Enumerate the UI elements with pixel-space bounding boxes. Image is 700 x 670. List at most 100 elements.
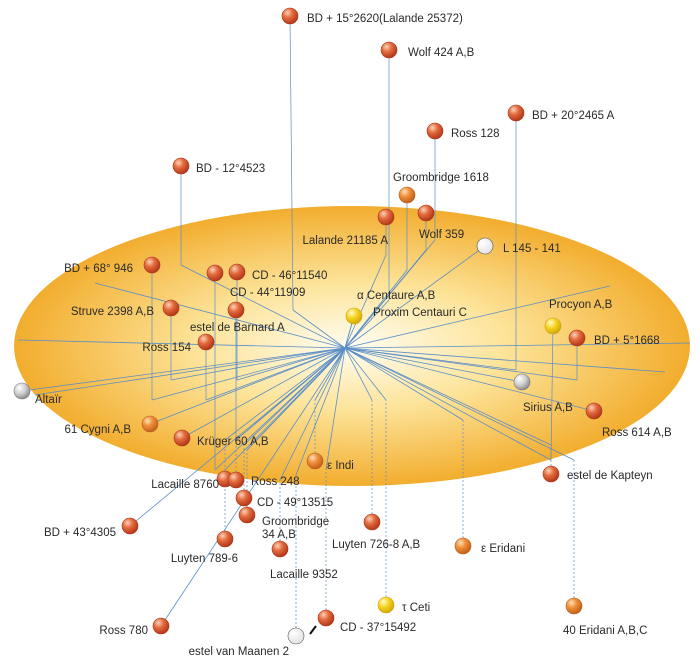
star-label: CD - 46°11540	[252, 270, 327, 282]
star-marker	[377, 596, 395, 614]
ray-line	[344, 347, 666, 373]
star-label: 34 A,B	[262, 529, 296, 541]
star-labels: BD + 15°2620(Lalande 25372) Wolf 424 A,B B…	[35, 13, 672, 658]
ray-line	[344, 347, 552, 461]
star-label: BD + 43°4305	[44, 527, 116, 539]
star-marker	[363, 513, 381, 531]
projection-line	[289, 15, 294, 311]
rays-from-sun	[17, 239, 691, 627]
star-label: Ross 128	[451, 128, 500, 140]
star-label: ε Indi	[327, 460, 354, 472]
star-label: Wolf 424 A,B	[408, 47, 475, 59]
star-marker	[162, 299, 180, 317]
star-marker	[476, 237, 494, 255]
star-marker	[542, 465, 560, 483]
ray-line	[295, 347, 346, 476]
ray-line	[344, 347, 523, 383]
star-marker	[513, 373, 531, 391]
ray-line	[344, 347, 575, 461]
ray-line	[34, 347, 346, 396]
star-marker	[173, 429, 191, 447]
ray-line	[344, 347, 373, 401]
ray-line	[344, 347, 387, 401]
ray-line	[17, 339, 346, 349]
ray-line	[224, 347, 346, 471]
ray-line	[149, 347, 346, 425]
star-label: Ross 154	[142, 342, 191, 354]
star-marker	[271, 540, 289, 558]
star-label: Proxim Centauri C	[373, 307, 467, 319]
ray-line	[151, 347, 346, 401]
ray-line	[236, 347, 346, 381]
star-marker	[143, 256, 161, 274]
star-marker	[197, 333, 215, 351]
star-label: BD + 5°1668	[594, 335, 660, 347]
star-label: Ross 614 A,B	[602, 427, 672, 439]
ray-line	[181, 347, 346, 439]
star-marker	[206, 264, 224, 282]
star-label: 61 Cygni A,B	[65, 424, 132, 436]
star-label: Lacaille 8760	[151, 479, 219, 491]
star-label: Groombridge	[262, 516, 329, 528]
star-marker	[377, 208, 395, 226]
star-label: Procyon A,B	[549, 299, 613, 311]
star-marker	[565, 597, 583, 615]
star-marker	[228, 263, 246, 281]
ray-line	[170, 347, 346, 381]
star-label: estel de Kapteyn	[567, 470, 653, 482]
star-label: τ Ceti	[402, 602, 430, 614]
ray-line	[344, 299, 390, 349]
star-markers	[13, 7, 603, 645]
star-label: Lalande 21185 A	[303, 235, 389, 247]
star-marker	[238, 506, 256, 524]
ray-line	[325, 347, 346, 471]
star-marker	[281, 7, 299, 25]
ray-line	[344, 347, 464, 421]
star-label: Altaïr	[35, 394, 62, 406]
star-label: CD - 37°15492	[340, 622, 416, 634]
ray-line	[279, 347, 346, 481]
ray-line	[344, 347, 552, 446]
ray-line	[21, 347, 346, 392]
star-label: BD - 12°4523	[196, 163, 265, 175]
star-marker	[227, 471, 245, 489]
star-marker	[306, 452, 324, 470]
star-marker	[13, 382, 31, 400]
ray-line	[243, 347, 346, 446]
star-label: estel van Maanen 2	[189, 646, 289, 658]
ray-line	[344, 254, 387, 349]
van-maanen-tick	[309, 625, 317, 635]
vertical-projection-lines	[151, 15, 578, 636]
ray-line	[344, 347, 595, 412]
star-marker	[235, 489, 253, 507]
star-label: BD + 68° 946	[64, 263, 133, 275]
star-marker	[568, 329, 586, 347]
star-label: Struve 2398 A,B	[71, 306, 154, 318]
star-label: estel de Barnard A	[190, 322, 285, 334]
star-marker	[345, 307, 363, 325]
star-label: BD + 15°2620(Lalande 25372)	[307, 13, 463, 25]
ray-line	[94, 282, 346, 349]
star-marker	[426, 122, 444, 140]
star-label: α Centaure A,B	[357, 290, 436, 302]
star-marker	[227, 301, 245, 319]
ray-line	[224, 347, 346, 441]
star-marker	[216, 530, 234, 548]
ray-line	[344, 249, 427, 349]
star-marker	[317, 609, 335, 627]
star-marker	[380, 41, 398, 59]
star-label: Sirius A,B	[523, 402, 573, 414]
star-marker	[152, 617, 170, 635]
ray-line	[314, 347, 346, 401]
star-label: Groombridge 1618	[393, 172, 489, 184]
star-marker	[544, 317, 562, 335]
ray-line	[344, 285, 611, 349]
ray-line	[344, 347, 578, 381]
star-marker	[398, 186, 416, 204]
ray-line	[292, 309, 346, 349]
star-label: Ross 248	[251, 476, 300, 488]
star-label: L 145 - 141	[503, 243, 561, 255]
star-label: 40 Eridani A,B,C	[563, 625, 647, 637]
